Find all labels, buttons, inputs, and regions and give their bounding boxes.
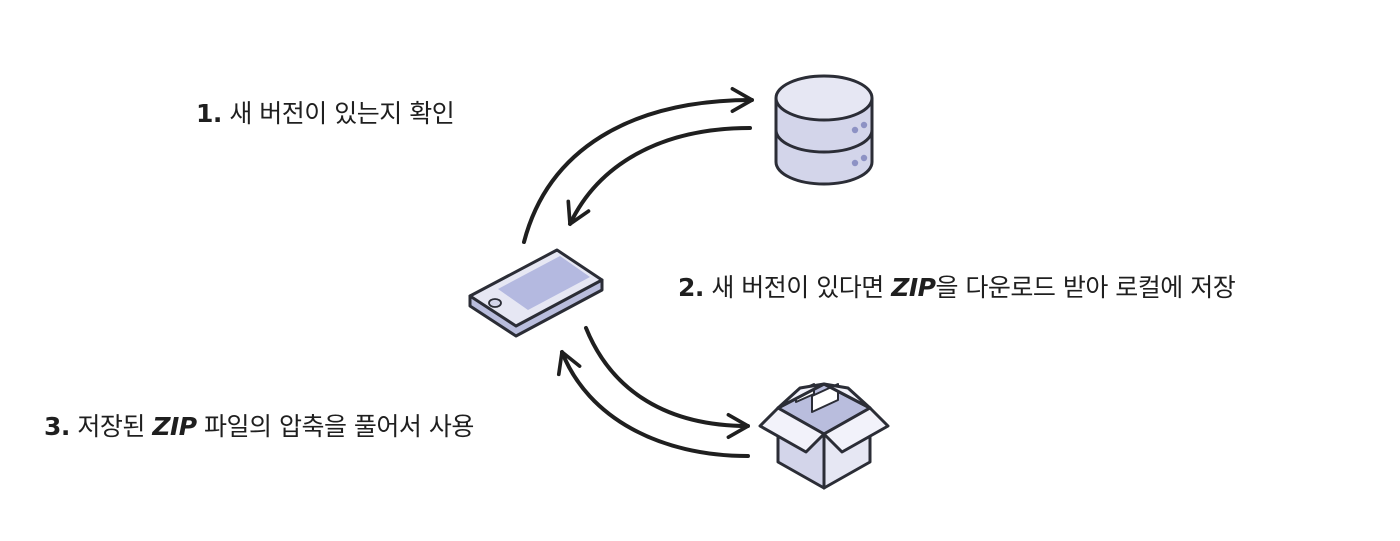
step-3-text-before: 저장된 xyxy=(69,412,153,441)
step-2-text-after: 을 다운로드 받아 로컬에 저장 xyxy=(935,273,1236,302)
step-1-number: 1. xyxy=(196,99,222,128)
step-1-label: 1. 새 버전이 있는지 확인 xyxy=(196,94,455,130)
step-2-text-before: 새 버전이 있다면 xyxy=(703,273,892,302)
open-box-icon xyxy=(758,382,890,490)
step-2-number: 2. xyxy=(678,273,704,302)
smartphone-icon xyxy=(468,248,604,338)
arrow-server-to-phone xyxy=(566,126,752,226)
database-server-icon xyxy=(774,74,874,186)
step-2-label: 2. 새 버전이 있다면 ZIP을 다운로드 받아 로컬에 저장 xyxy=(678,268,1236,304)
step-3-number: 3. xyxy=(44,412,70,441)
step-1-text: 새 버전이 있는지 확인 xyxy=(221,99,455,128)
step-2-zip-keyword: ZIP xyxy=(891,273,936,302)
step-3-text-after: 파일의 압축을 풀어서 사용 xyxy=(196,412,474,441)
arrow-package-to-phone xyxy=(556,350,750,458)
arrow-phone-to-package xyxy=(584,326,750,440)
step-3-zip-keyword: ZIP xyxy=(152,412,197,441)
step-3-label: 3. 저장된 ZIP 파일의 압축을 풀어서 사용 xyxy=(44,407,474,443)
arrow-phone-to-server xyxy=(522,86,754,244)
